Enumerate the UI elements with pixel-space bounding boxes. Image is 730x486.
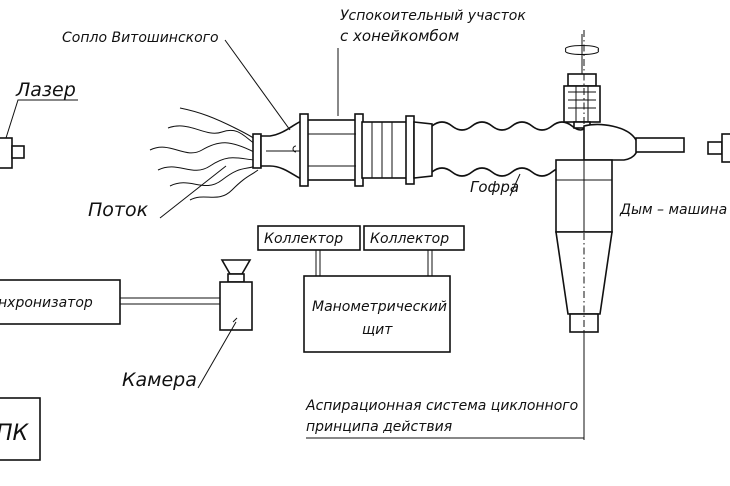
aspiration-label-line2: принципа действия: [306, 419, 452, 435]
camera: [219, 259, 253, 331]
smoke-machine: [707, 133, 730, 163]
camera-label: Камера: [122, 369, 197, 391]
smoke-machine-label: Дым – машина: [619, 202, 727, 218]
collector-1-label: Коллектор: [264, 231, 343, 247]
settling-label-line1: Успокоительный участок: [340, 8, 526, 24]
settling-label-line2: с хонейкомбом: [340, 27, 459, 45]
corrugation-leader: [509, 173, 521, 197]
aspiration-label-line1: Аспирационная система циклонного: [305, 398, 578, 414]
collector-box-1: [257, 225, 361, 251]
laser: [0, 99, 78, 169]
camera-leader: [197, 321, 237, 389]
synchronizer-label: нхронизатор: [0, 295, 93, 311]
flow-lines: [149, 107, 263, 201]
nozzle-leader: [224, 39, 291, 131]
pc-box: [0, 397, 41, 461]
laser-label: Лазер: [15, 79, 76, 101]
manometric-label-line2: щит: [362, 322, 393, 338]
manometric-panel: [303, 275, 451, 353]
collector-connections: [315, 250, 433, 276]
flow-leader: [159, 165, 227, 219]
settling-section: [299, 113, 433, 187]
cyclone-separator: [555, 30, 685, 440]
aspiration-leader: [306, 332, 585, 439]
manometric-label-line1: Манометрический: [312, 299, 447, 315]
nozzle-label: Сопло Витошинского: [62, 30, 219, 46]
nozzle: [252, 118, 305, 182]
collector-2-label: Коллектор: [370, 231, 449, 247]
pc-label: ПК: [0, 421, 30, 446]
corrugation-label: Гофра: [470, 178, 519, 196]
sync-camera-cable: [120, 297, 222, 305]
flow-label: Поток: [88, 199, 149, 221]
collector-box-2: [363, 225, 465, 251]
synchronizer-box: [0, 279, 121, 325]
